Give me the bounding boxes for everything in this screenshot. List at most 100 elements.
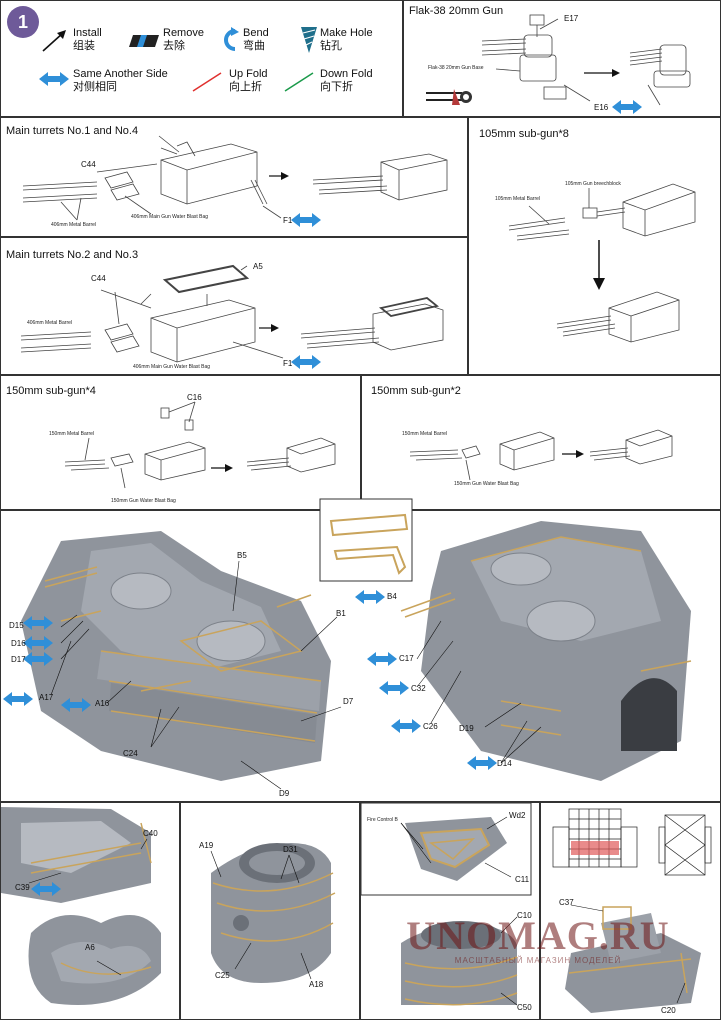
label-d19: D19: [459, 724, 474, 733]
label-c37: C37: [559, 898, 574, 907]
label-b1: B1: [336, 609, 346, 618]
flak-title: Flak-38 20mm Gun: [409, 5, 504, 17]
superstructure-photos: [3, 498, 692, 790]
sub-gun-150x4-blast-bag-label: 150mm Gun Water Blast Bag: [111, 498, 176, 504]
fire-control-panel: Fire Control B Wd2 C11 C10 C50: [360, 802, 540, 1020]
main-turrets-2-3-title: Main turrets No.2 and No.3: [6, 249, 139, 261]
label-a18: A18: [309, 980, 324, 989]
sub-gun-105-panel: 105mm sub-gun*8 105mm Metal Barrel 105mm…: [468, 117, 721, 375]
label-c10: C10: [517, 911, 532, 920]
label-c26: C26: [423, 722, 438, 731]
part-f1: F1: [283, 359, 293, 368]
label-c39: C39: [15, 883, 30, 892]
label-c25: C25: [215, 971, 230, 980]
label-b4: B4: [387, 592, 397, 601]
blast-bag-label: 406mm Main Gun Water Blast Bag: [133, 364, 211, 370]
sub-gun-150x4-panel: 150mm sub-gun*4 C16 150mm Metal Barrel 1…: [0, 375, 361, 510]
watermark-tagline: МАСШТАБНЫЙ МАГАЗИН МОДЕЛЕЙ: [454, 956, 622, 965]
blast-bag-label: 406mm Main Gun Water Blast Bag: [131, 214, 209, 220]
deck-photo-panel: C40 C39 A6: [0, 802, 180, 1020]
main-turret-1-4-drawing: [22, 135, 448, 227]
sub-gun-150x2-blast-bag-label: 150mm Gun Water Blast Bag: [454, 481, 519, 487]
part-e16: E16: [594, 103, 609, 112]
part-c44: C44: [81, 160, 96, 169]
flak-drawing: [426, 14, 691, 114]
main-turrets-2-3-panel: Main turrets No.2 and No.3 A5 C44 406mm …: [0, 237, 468, 375]
label-c11: C11: [515, 875, 530, 884]
part-c16: C16: [187, 393, 202, 402]
label-d9: D9: [279, 789, 290, 798]
platform-photo-panel: C37 C20: [540, 802, 721, 1020]
sub-gun-150x4-title: 150mm sub-gun*4: [6, 385, 96, 397]
label-c40: C40: [143, 829, 158, 838]
main-turrets-1-4-title: Main turrets No.1 and No.4: [6, 125, 139, 137]
drill-icon: [301, 27, 317, 53]
label-b5: B5: [237, 551, 247, 560]
install-arrow-icon: [42, 30, 66, 52]
sub-gun-150x2-drawing: [409, 429, 673, 481]
sub-gun-105-breech-label: 105mm Gun breechblock: [565, 181, 621, 187]
label-d15: D15: [9, 621, 24, 630]
tower-photos: [210, 843, 336, 983]
sub-gun-105-barrel-label: 105mm Metal Barrel: [495, 196, 541, 202]
step-badge: 1: [7, 6, 39, 38]
sub-gun-150x4-barrel-label: 150mm Metal Barrel: [49, 431, 95, 437]
up-fold-line-icon: [192, 72, 222, 92]
part-e17: E17: [564, 14, 579, 23]
flak-panel: Flak-38 20mm Gun E17 Flak-38 20mm Gun Ba…: [403, 0, 721, 117]
remove-cutter-icon: [129, 35, 159, 47]
same-side-arrow-icon: [291, 355, 321, 369]
step-number: 1: [17, 12, 28, 32]
label-d17: D17: [11, 655, 26, 664]
label-c24: C24: [123, 749, 138, 758]
double-arrow-icon: [39, 72, 69, 86]
sub-gun-150x2-panel: 150mm sub-gun*2 150mm Metal Barrel 150mm…: [361, 375, 721, 510]
label-d16: D16: [11, 639, 26, 648]
label-a6: A6: [85, 943, 95, 952]
down-fold-line-icon: [284, 72, 314, 92]
part-c44: C44: [91, 274, 106, 283]
label-d7: D7: [343, 697, 354, 706]
sub-gun-150x2-barrel-label: 150mm Metal Barrel: [402, 431, 448, 437]
sub-gun-150x4-drawing: [64, 401, 336, 489]
label-c32: C32: [411, 684, 426, 693]
superstructure-photo-panel: B5 B1 D15 D16 D17 A17 A16 C24 D7 D9 B4 C…: [0, 498, 721, 802]
watermark-brand: UNOMAG.RU: [406, 913, 670, 958]
main-turret-2-3-drawing: [20, 264, 444, 369]
label-a17: A17: [39, 693, 54, 702]
label-c20: C20: [661, 1006, 676, 1015]
label-fire-control: Fire Control B: [367, 817, 398, 823]
tower-photo-panel: A19 D31 C25 A18: [180, 802, 360, 1020]
fire-control-photos: [360, 802, 532, 1006]
label-a19: A19: [199, 841, 214, 850]
sub-gun-150x2-title: 150mm sub-gun*2: [371, 385, 461, 397]
label-a16: A16: [95, 699, 110, 708]
same-side-arrow-icon: [612, 100, 642, 114]
sub-gun-105-title: 105mm sub-gun*8: [479, 128, 569, 140]
deck-photos: [1, 807, 161, 1005]
barrel-label: 406mm Metal Barrel: [27, 320, 73, 326]
label-wd2: Wd2: [509, 811, 526, 820]
label-c17: C17: [399, 654, 414, 663]
label-d31: D31: [283, 845, 298, 854]
same-side-arrow-icon: [291, 213, 321, 227]
label-c50: C50: [517, 1003, 532, 1012]
label-d14: D14: [497, 759, 512, 768]
bend-icon: [224, 27, 239, 51]
watermark: UNOMAG.RU МАСШТАБНЫЙ МАГАЗИН МОДЕЛЕЙ: [388, 913, 688, 966]
barrel-label: 406mm Metal Barrel: [51, 222, 97, 228]
flak-gun-base-label: Flak-38 20mm Gun Base: [428, 65, 484, 71]
sub-gun-105-drawing: [508, 183, 696, 343]
part-a5: A5: [253, 262, 263, 271]
main-turrets-1-4-panel: Main turrets No.1 and No.4 C44 406mm Mai…: [0, 117, 468, 237]
platform-photos: [552, 808, 712, 1013]
part-f1: F1: [283, 216, 293, 225]
